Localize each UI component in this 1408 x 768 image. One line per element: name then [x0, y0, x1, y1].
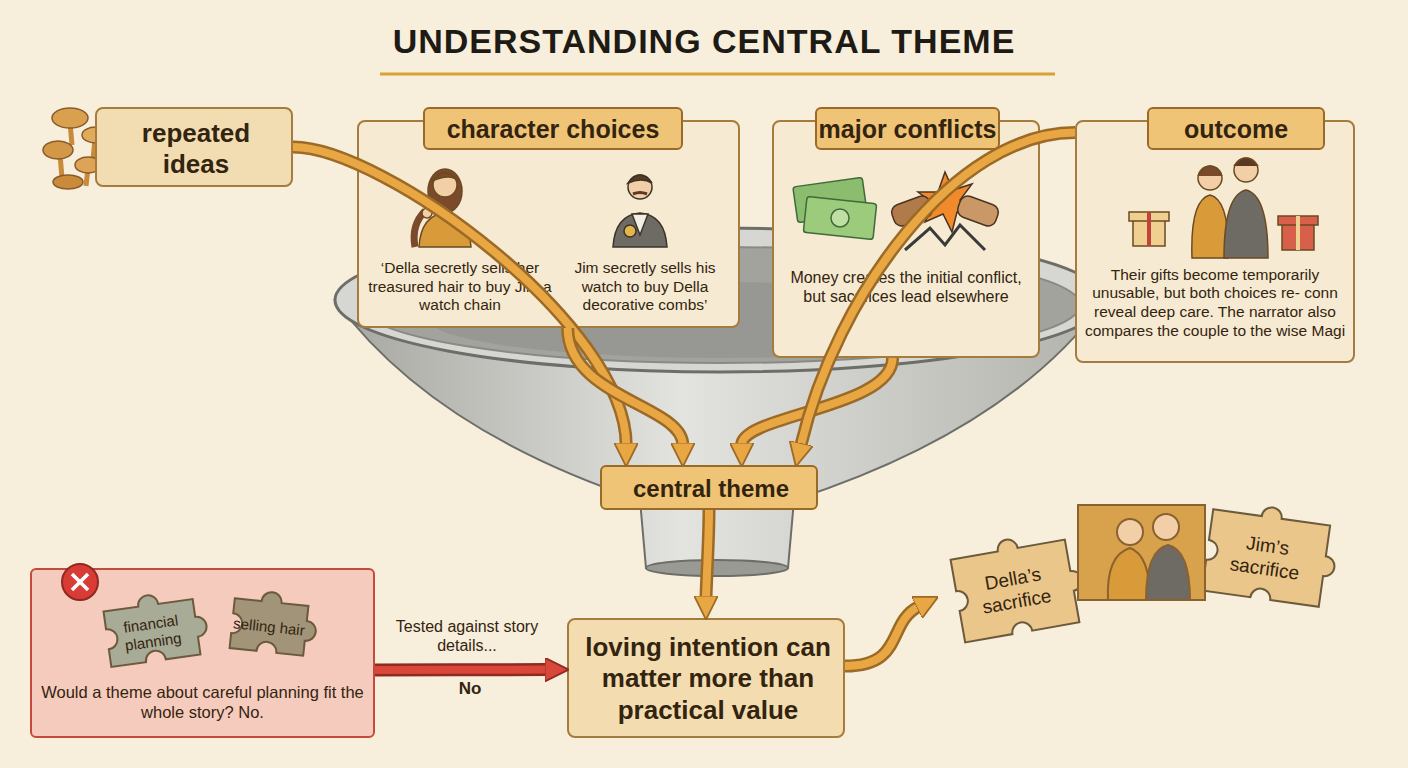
mushroom-icon-part: [60, 154, 62, 178]
box-text: Jim’s sacrifice: [1204, 511, 1328, 604]
box-text: Money creates the initial conflict, but …: [780, 253, 1032, 321]
panel-heading: major conflicts: [815, 107, 1000, 150]
mushroom-icon-part: [53, 175, 83, 189]
flow-arrow: [375, 669, 547, 670]
puzzle-shape: [102, 588, 210, 667]
flow-arrow: [742, 358, 893, 445]
arrow-outline: [706, 510, 709, 598]
puzzle-shape: [230, 588, 320, 656]
arrow-shaft: [375, 666, 547, 674]
puzzle-piece: financial planning: [90, 585, 214, 680]
edge-label: Tested against story details...: [392, 613, 542, 659]
mushroom-icon-part: [43, 141, 73, 159]
puzzle-piece: Della’s sacrifice: [937, 526, 1094, 657]
box-text: selling hair: [230, 598, 309, 655]
couple-puzzle-piece: [1078, 505, 1205, 600]
choices-panel: character choices ‘Della secretly sells h…: [357, 107, 740, 328]
arrow-outline: [375, 663, 547, 676]
panel-heading: character choices: [423, 107, 683, 150]
puzzle-shape: [949, 528, 1089, 642]
diagram-title: UNDERSTANDING CENTRAL THEME: [0, 16, 1408, 66]
arrow-shaft: [568, 328, 683, 445]
arrow-shaft: [706, 510, 709, 598]
box-text: repeated ideas: [115, 109, 277, 189]
flow-arrow: [845, 606, 919, 666]
box-text: ‘Della secretly sells her treasured hair…: [365, 253, 555, 321]
couple-puzzle-piece-part: [1078, 505, 1205, 600]
puzzle-piece: Jim’s sacrifice: [1188, 496, 1343, 621]
arrow-shaft: [845, 606, 919, 666]
outcome-panel: outcomeTheir gifts become temporarily un…: [1075, 107, 1355, 363]
couple-puzzle-piece-part: [1117, 519, 1143, 545]
note-label: No: [440, 676, 500, 702]
panel-heading: outcome: [1147, 107, 1325, 150]
couple-puzzle-piece-part: [1146, 545, 1190, 600]
puzzle-shape: [1202, 499, 1342, 608]
flow-arrow: [706, 510, 709, 598]
couple-puzzle-piece-part: [1108, 548, 1150, 600]
box-text: Would a theme about careful planning fit…: [40, 676, 365, 730]
funnel-part: [646, 560, 788, 576]
box-text: central theme: [602, 467, 820, 512]
mushroom-icon-part: [52, 108, 88, 128]
puzzle-piece: selling hair: [216, 585, 321, 669]
panel-body: [772, 120, 1040, 358]
title-underline: [380, 73, 1055, 76]
arrow-shaft: [742, 358, 893, 445]
arrow-outline: [742, 358, 893, 445]
theme-statement-box: loving intention can matter more than pr…: [567, 618, 845, 738]
box-text: Jim secretly sells his watch to buy Dell…: [555, 253, 735, 321]
arrow-outline: [845, 606, 919, 666]
mushroom-icon-part: [86, 168, 88, 186]
rejected-theme-box: Would a theme about careful planning fit…: [30, 568, 375, 738]
idea-box: repeated ideas: [95, 107, 293, 187]
theme-label-box: central theme: [600, 465, 818, 510]
mushroom-icon-part: [70, 122, 72, 145]
arrow-outline: [568, 328, 683, 445]
conflict-panel: major conflictsMoney creates the initial…: [772, 107, 1040, 358]
couple-puzzle-piece-part: [1153, 514, 1179, 540]
flow-arrow: [568, 328, 683, 445]
box-text: loving intention can matter more than pr…: [577, 620, 839, 738]
box-text: Their gifts become temporarily unusable,…: [1083, 249, 1347, 357]
